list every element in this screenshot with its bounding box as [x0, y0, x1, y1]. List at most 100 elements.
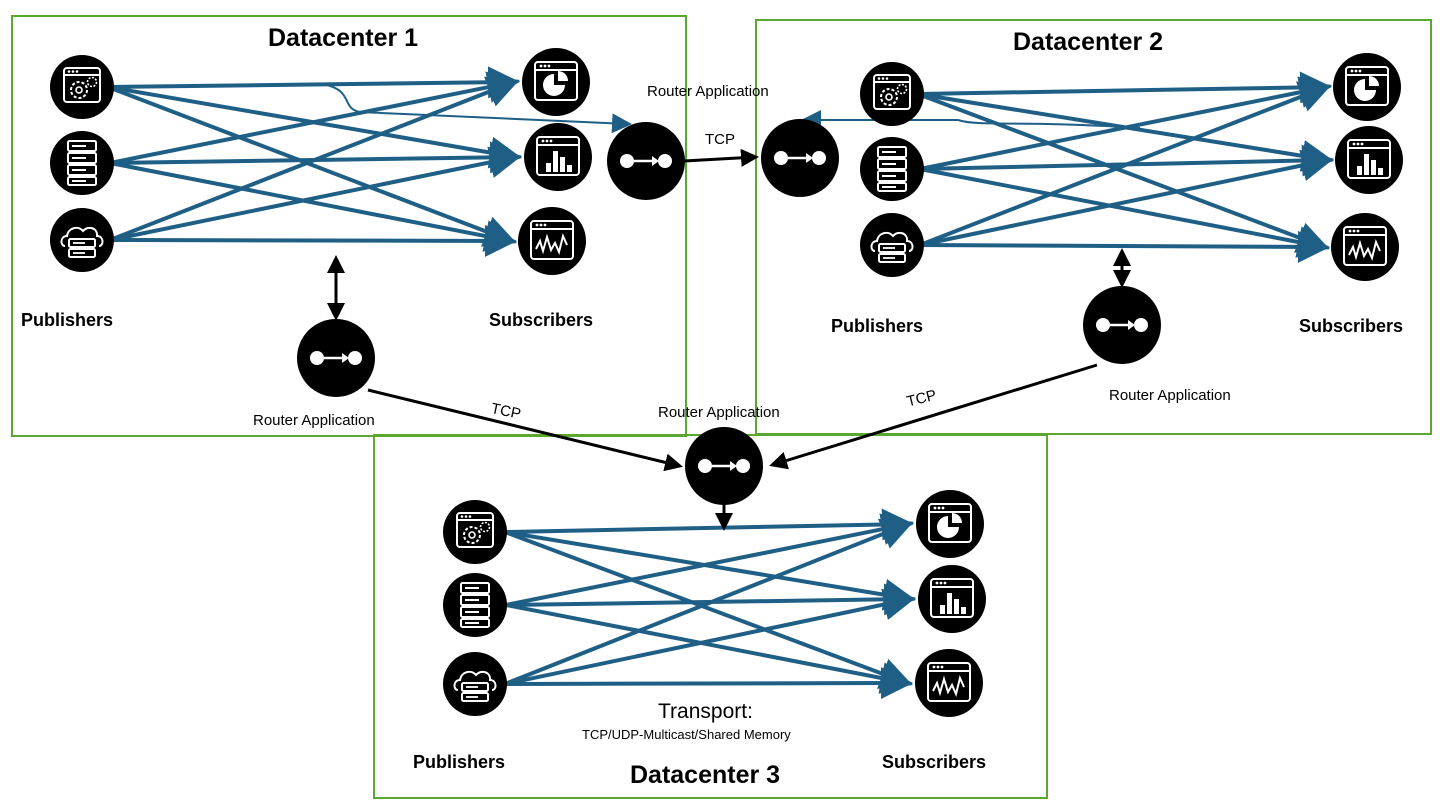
cloud-server-icon	[870, 231, 914, 263]
settings-window-icon	[873, 74, 911, 110]
dc1-publisher-2	[50, 131, 114, 195]
pie-chart-window-icon	[928, 503, 972, 543]
bar-chart-window-icon	[536, 136, 580, 176]
dc3-subscriber-3	[915, 649, 983, 717]
datacenter-3-router-label: Router Application	[658, 404, 780, 421]
flow-line	[504, 518, 914, 686]
flow-line	[919, 81, 1332, 247]
flow-line	[917, 71, 1332, 104]
router-tap-line	[107, 82, 632, 134]
settings-window-icon	[63, 67, 101, 103]
line-chart-window-icon	[1343, 226, 1387, 266]
datacenter-1-flows	[107, 66, 632, 257]
dc3-publisher-3	[443, 652, 507, 716]
tcp-label-dc1-dc2: TCP	[705, 131, 735, 148]
flow-line	[109, 224, 517, 257]
pie-chart-window-icon	[534, 61, 578, 101]
router-icon	[698, 459, 750, 473]
dc2-subscriber-3	[1331, 213, 1399, 281]
datacenter-2-router-label: Router Application	[1109, 387, 1231, 404]
flow-line	[919, 167, 1330, 258]
flow-line	[504, 667, 913, 700]
router-icon	[1096, 318, 1148, 332]
node-circle	[518, 207, 586, 275]
datacenter-1-box	[11, 15, 687, 437]
flow-line	[109, 76, 520, 242]
flow-line	[917, 92, 1330, 253]
router-feed-line	[801, 110, 1141, 130]
node-circle	[915, 649, 983, 717]
router-icon	[774, 151, 826, 165]
datacenter-3-subscribers-label: Subscribers	[882, 752, 987, 772]
cloud-server-icon	[60, 226, 104, 258]
datacenter-1-publishers-label: Publishers	[21, 310, 114, 330]
flow-line	[109, 161, 517, 252]
flow-line	[919, 230, 1330, 263]
node-circle	[443, 500, 507, 564]
dc1-publisher-3	[50, 208, 114, 272]
dc2-subscriber-2	[1335, 126, 1403, 194]
flow-line	[504, 530, 913, 689]
node-circle	[50, 55, 114, 119]
datacenter-2-publishers-label: Publishers	[831, 316, 924, 336]
server-rack-icon	[877, 146, 907, 192]
server-rack-icon	[460, 582, 490, 628]
flow-line	[919, 149, 1334, 247]
dc1-subscriber-1	[522, 48, 590, 116]
router-dc1-main	[297, 319, 375, 397]
dc3-publisher-2	[443, 573, 507, 637]
dc2-publisher-2	[860, 137, 924, 201]
bridge-router-label: Router Application	[647, 83, 769, 100]
router-dc2-main	[1083, 286, 1161, 364]
node-circle	[1331, 213, 1399, 281]
router-dc2-bridge	[761, 119, 839, 197]
flow-line	[919, 76, 1332, 171]
datacenter-3-publishers-label: Publishers	[413, 752, 506, 772]
node-circle	[860, 62, 924, 126]
settings-window-icon	[456, 512, 494, 548]
transport-subtitle: TCP/UDP-Multicast/Shared Memory	[582, 727, 791, 742]
flow-line	[109, 71, 520, 165]
dc1-subscriber-2	[524, 123, 592, 191]
datacenter-1-title: Datacenter 1	[268, 24, 419, 52]
datacenter-2-subscribers-label: Subscribers	[1299, 316, 1404, 336]
router-icon	[310, 351, 362, 365]
tcp-link-dc2-dc3	[769, 363, 1098, 470]
flow-line	[504, 588, 916, 686]
flow-line	[505, 603, 913, 694]
datacenter-2-flows	[801, 71, 1334, 263]
line-chart-window-icon	[927, 662, 971, 702]
dc2-subscriber-1	[1333, 53, 1401, 121]
cloud-server-icon	[453, 670, 497, 702]
bar-chart-window-icon	[1347, 139, 1391, 179]
dc2-publisher-3	[860, 213, 924, 277]
router-dc3-main	[685, 427, 763, 505]
router-icon	[620, 154, 672, 168]
datacenter-2-box	[755, 19, 1432, 435]
flow-line	[504, 508, 914, 541]
router-connections	[327, 148, 1131, 531]
datacenter-2-title: Datacenter 2	[1013, 28, 1164, 56]
dc3-publisher-1	[443, 500, 507, 564]
tcp-link-dc1-dc3	[367, 388, 683, 472]
datacenter-3-title: Datacenter 3	[630, 761, 781, 789]
dc1-subscriber-3	[518, 207, 586, 275]
router-dc1-bridge	[607, 122, 685, 200]
dc3-subscriber-1	[916, 490, 984, 558]
dc1-publisher-1	[50, 55, 114, 119]
datacenter-1-router-label: Router Application	[253, 412, 375, 429]
pie-chart-window-icon	[1345, 66, 1389, 106]
dc2-publisher-1	[860, 62, 924, 126]
tcp-link-dc1-dc2	[683, 148, 759, 167]
server-rack-icon	[67, 140, 97, 186]
line-chart-window-icon	[530, 220, 574, 260]
bar-chart-window-icon	[930, 578, 974, 618]
flow-line	[505, 513, 914, 607]
flow-line	[109, 146, 522, 242]
transport-title: Transport:	[658, 700, 753, 723]
datacenter-1-subscribers-label: Subscribers	[489, 310, 594, 330]
dc3-subscriber-2	[918, 565, 986, 633]
datacenter-3-flows	[504, 508, 916, 700]
